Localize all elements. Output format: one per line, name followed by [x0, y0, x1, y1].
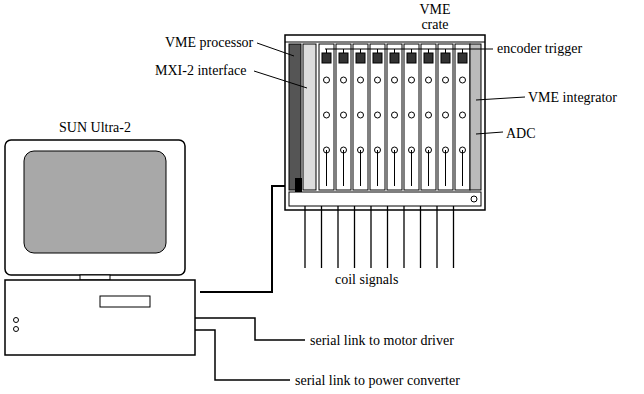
module-line	[428, 150, 429, 186]
module-line	[462, 150, 463, 186]
module-slot	[319, 44, 334, 190]
coil-wire	[403, 206, 404, 268]
coil-wire	[321, 206, 322, 268]
module-connector	[443, 112, 449, 118]
trigger-input	[458, 53, 467, 63]
module-line	[343, 150, 344, 186]
module-connector	[409, 112, 415, 118]
signal-label: encoder trigger	[497, 41, 582, 56]
module-line	[394, 150, 395, 186]
module-line	[326, 150, 327, 186]
trigger-input	[322, 53, 331, 63]
module-connector	[426, 112, 432, 118]
module-slot	[370, 44, 385, 190]
module-connector	[392, 77, 398, 83]
module-connector	[324, 112, 330, 118]
node-heading: SUN Ultra-2	[0, 120, 190, 135]
vme-crate: VME crate	[285, 0, 485, 212]
coil-wire	[453, 206, 454, 268]
module-connector	[341, 77, 347, 83]
module-line	[445, 150, 446, 186]
module-connector	[443, 77, 449, 83]
module-line	[377, 150, 378, 186]
module-line	[411, 150, 412, 186]
signal-label: coil signals	[335, 272, 398, 287]
trigger-input	[424, 53, 433, 63]
coil-wire	[354, 206, 355, 268]
module-connector	[358, 77, 364, 83]
module-connector	[392, 112, 398, 118]
part-label: VME integrator	[528, 90, 617, 105]
trigger-input	[441, 53, 450, 63]
part-label: MXI-2 interface	[155, 63, 246, 78]
module-connector	[426, 77, 432, 83]
module-slot	[353, 44, 368, 190]
module-slot	[455, 44, 470, 190]
coil-wire	[337, 206, 338, 268]
module-connector	[324, 77, 330, 83]
module-connector	[375, 112, 381, 118]
trigger-input	[390, 53, 399, 63]
link-label: serial link to power converter	[295, 373, 460, 388]
coil-wire	[304, 206, 305, 268]
module-slot	[438, 44, 453, 190]
trigger-input	[356, 53, 365, 63]
module-connector	[375, 77, 381, 83]
coil-wire	[370, 206, 371, 268]
coil-wire	[420, 206, 421, 268]
coil-wire	[387, 206, 388, 268]
cable	[200, 186, 285, 292]
module-slot	[421, 44, 436, 190]
trigger-input	[407, 53, 416, 63]
module-connector	[358, 112, 364, 118]
part-label: ADC	[506, 126, 536, 141]
module-slot	[387, 44, 402, 190]
trigger-input	[373, 53, 382, 63]
module-connector	[341, 112, 347, 118]
module-connector	[409, 77, 415, 83]
trigger-input	[339, 53, 348, 63]
part-label: VME processor	[165, 35, 253, 50]
computer: SUN Ultra-2	[0, 118, 200, 358]
module-line	[360, 150, 361, 186]
module-connector	[460, 77, 466, 83]
module-slot	[404, 44, 419, 190]
coil-wire	[436, 206, 437, 268]
module-connector	[460, 112, 466, 118]
module-slot	[336, 44, 351, 190]
node-heading: VME crate	[407, 2, 463, 32]
link-label: serial link to motor driver	[310, 333, 454, 348]
